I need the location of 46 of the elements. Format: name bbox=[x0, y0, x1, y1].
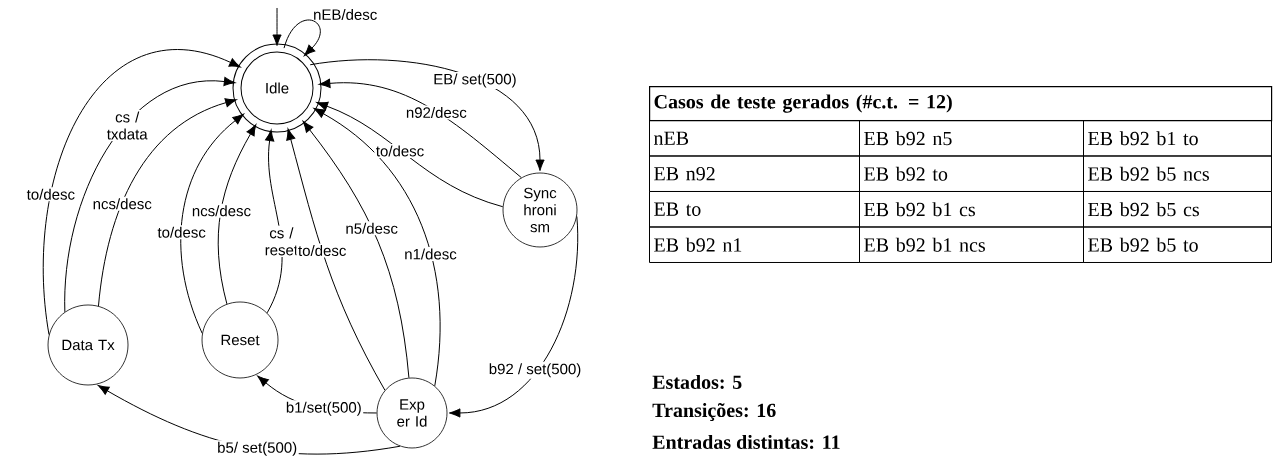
arrow bbox=[448, 216, 579, 418]
edge-label: n92/desc bbox=[404, 105, 469, 120]
arrow bbox=[318, 78, 522, 179]
arrow bbox=[272, 7, 282, 46]
table-cell: EB b92 b1 to bbox=[1083, 120, 1272, 157]
arrow bbox=[309, 59, 545, 172]
table-cell: EB b92 n1 bbox=[649, 226, 860, 263]
table-cell: EB b92 b5 to bbox=[1083, 226, 1272, 263]
edge-label: b1/set(500) bbox=[284, 400, 364, 418]
arrow bbox=[286, 128, 386, 391]
table-cell: EB n92 bbox=[649, 155, 860, 192]
edge-label: EB/ set(500) bbox=[431, 71, 519, 89]
edge-label: to/desc bbox=[374, 143, 426, 158]
arrow bbox=[180, 113, 244, 334]
arrow bbox=[265, 129, 283, 314]
arrow bbox=[217, 124, 257, 305]
table-cell: EB b92 n5 bbox=[859, 120, 1084, 157]
table-header: Casos de teste gerados (#c.t. = 12) bbox=[649, 86, 1273, 122]
edge-label: to/desc bbox=[155, 225, 208, 240]
edge-label: b92 / set(500) bbox=[487, 361, 583, 379]
arrow bbox=[283, 19, 321, 57]
edge-label: cs / txdata bbox=[100, 110, 154, 141]
arrow bbox=[313, 108, 441, 387]
table-cell: EB b92 b1 cs bbox=[859, 191, 1084, 228]
table-cell: EB b92 b1 ncs bbox=[859, 226, 1084, 263]
arrow bbox=[316, 101, 504, 208]
table-cell: EB to bbox=[649, 191, 860, 228]
edge-label: nEB/desc bbox=[314, 8, 377, 20]
edge-label: n1/desc bbox=[402, 247, 459, 261]
edge-label: b5/ set(500) bbox=[215, 440, 299, 458]
table-cell: EB b92 b5 ncs bbox=[1083, 155, 1272, 192]
edge-label: n5/desc bbox=[343, 221, 400, 236]
arrow bbox=[98, 98, 237, 307]
arrow bbox=[302, 121, 410, 379]
summary-text: Transições: 16 bbox=[652, 402, 776, 421]
edge-label: to/desc bbox=[296, 243, 348, 258]
table-cell: EB b92 b5 cs bbox=[1083, 191, 1272, 228]
table-cell: nEB bbox=[649, 120, 860, 157]
summary-text: Entradas distintas: 11 bbox=[652, 434, 840, 450]
edge-label: ncs/desc bbox=[91, 196, 154, 211]
edge-label: ncs/desc bbox=[190, 203, 253, 218]
edge-label: to/desc bbox=[25, 187, 77, 202]
arrow bbox=[42, 49, 241, 336]
summary-text: Estados: 5 bbox=[652, 374, 742, 390]
table-cell: EB b92 to bbox=[859, 155, 1084, 192]
arrow bbox=[64, 76, 236, 313]
